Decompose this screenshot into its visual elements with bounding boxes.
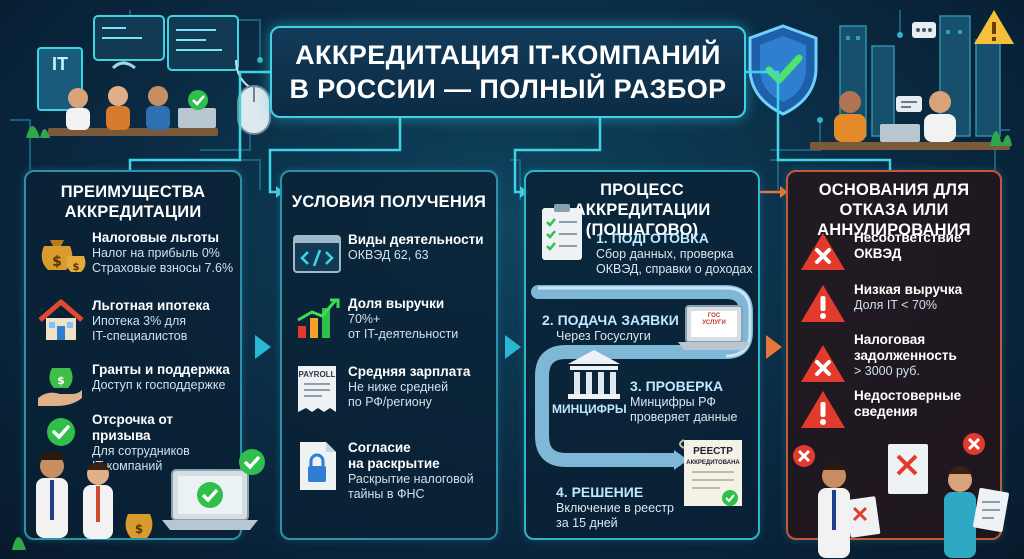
condition-desc: Не ниже средней по РФ/региону	[348, 380, 449, 409]
condition-desc: 70%+ от IT-деятельности	[348, 312, 459, 341]
city-office-illustration	[800, 6, 1020, 158]
benefit-desc: Ипотека 3% для IT-специалистов	[92, 314, 188, 343]
ministry-label: МИНЦИФРЫ	[552, 402, 627, 416]
rejected-documents-illustration	[793, 433, 1009, 558]
arrow-right-icon	[255, 335, 271, 359]
step-head: 3. ПРОВЕРКА	[630, 378, 724, 394]
process-panel: ПРОЦЕСС АККРЕДИТАЦИИ (ПОШАГОВО) ГОС УСЛУ…	[524, 170, 760, 540]
condition-head: Виды деятельности	[348, 232, 484, 247]
registry-title: РЕЕСТР	[693, 446, 733, 457]
refusal-desc: Доля IT < 70%	[854, 298, 937, 312]
registry-status: АККРЕДИТОВАНА	[686, 460, 740, 466]
money-bags-icon: $$	[36, 230, 86, 274]
house-icon	[36, 298, 86, 342]
code-window-icon	[292, 232, 342, 276]
title-line-1: АККРЕДИТАЦИЯ IT-КОМПАНИЙ	[295, 40, 721, 70]
svg-text:$: $	[73, 262, 80, 273]
refusal-item: Несоответствие ОКВЭД	[798, 230, 994, 274]
step-desc: Через Госуслуги	[556, 329, 651, 343]
step-desc: Минцифры РФ проверяет данные	[630, 395, 738, 424]
refusal-head: Низкая выручка	[854, 282, 963, 297]
benefit-head: Льготная ипотека	[92, 298, 210, 313]
growth-chart-icon	[292, 296, 342, 340]
svg-text:$: $	[57, 374, 65, 387]
it-badge: IT	[52, 53, 68, 74]
benefits-title: ПРЕИМУЩЕСТВА АККРЕДИТАЦИИ	[60, 183, 206, 221]
refusal-head: Недостоверные сведения	[854, 388, 962, 419]
step-head: 2. ПОДАЧА ЗАЯВКИ	[542, 312, 679, 328]
refusal-head: Несоответствие ОКВЭД	[854, 230, 962, 261]
refusal-title: ОСНОВАНИЯ ДЛЯ ОТКАЗА ИЛИ АННУЛИРОВАНИЯ	[817, 181, 971, 239]
it-office-illustration: IT	[18, 8, 248, 158]
grant-hand-icon: $	[36, 362, 86, 406]
refusal-item: Недостоверные сведения	[798, 388, 994, 432]
x-triangle-icon	[798, 342, 848, 386]
lock-document-icon	[292, 440, 342, 490]
condition-head: Средняя зарплата	[348, 364, 471, 379]
benefit-desc: Доступ к господдержке	[92, 378, 226, 392]
condition-head: Согласие на раскрытие	[348, 440, 440, 471]
benefit-head: Отсрочка от призыва	[92, 412, 173, 443]
step-head: 4. РЕШЕНИЕ	[556, 484, 644, 500]
conditions-title: УСЛОВИЯ ПОЛУЧЕНИЯ	[291, 193, 487, 211]
benefit-desc: Налог на прибыль 0% Страховые взносы 7.6…	[92, 246, 234, 275]
refusal-desc: > 3000 руб.	[854, 364, 920, 378]
process-pipeline	[531, 204, 753, 506]
benefit-head: Гранты и поддержка	[92, 362, 230, 377]
x-triangle-icon	[798, 230, 848, 274]
warning-triangle-icon	[798, 282, 848, 326]
svg-text:$: $	[135, 522, 143, 536]
check-badge-icon	[36, 412, 86, 456]
title-line-2: В РОССИИ — ПОЛНЫЙ РАЗБОР	[289, 74, 727, 104]
condition-head: Доля выручки	[348, 296, 445, 311]
warning-triangle-icon	[798, 388, 848, 432]
condition-desc: ОКВЭД 62, 63	[348, 248, 429, 262]
main-title: АККРЕДИТАЦИЯ IT-КОМПАНИЙ В РОССИИ — ПОЛН…	[270, 26, 746, 118]
step-desc: Сбор данных, проверка ОКВЭД, справки о д…	[596, 247, 753, 276]
laptop-screen-label: ГОС УСЛУГИ	[702, 313, 726, 326]
refusal-item: Налоговая задолженность> 3000 руб.	[798, 332, 994, 386]
payroll-label: PAYROLL	[298, 370, 336, 379]
process-title: ПРОЦЕСС АККРЕДИТАЦИИ (ПОШАГОВО)	[573, 181, 711, 239]
condition-desc: Раскрытие налоговой тайны в ФНС	[348, 472, 474, 501]
benefit-head: Налоговые льготы	[92, 230, 220, 245]
arrow-right-icon	[505, 335, 521, 359]
payroll-icon: PAYROLL	[292, 364, 342, 412]
step-head: 1. ПОДГОТОВКА	[596, 230, 709, 246]
svg-text:$: $	[52, 254, 62, 270]
employees-laptop-illustration: $	[12, 449, 265, 550]
arrow-right-icon	[766, 335, 782, 359]
step-desc: Включение в реестр за 15 дней	[556, 501, 675, 530]
refusal-head: Налоговая задолженность	[854, 332, 957, 363]
